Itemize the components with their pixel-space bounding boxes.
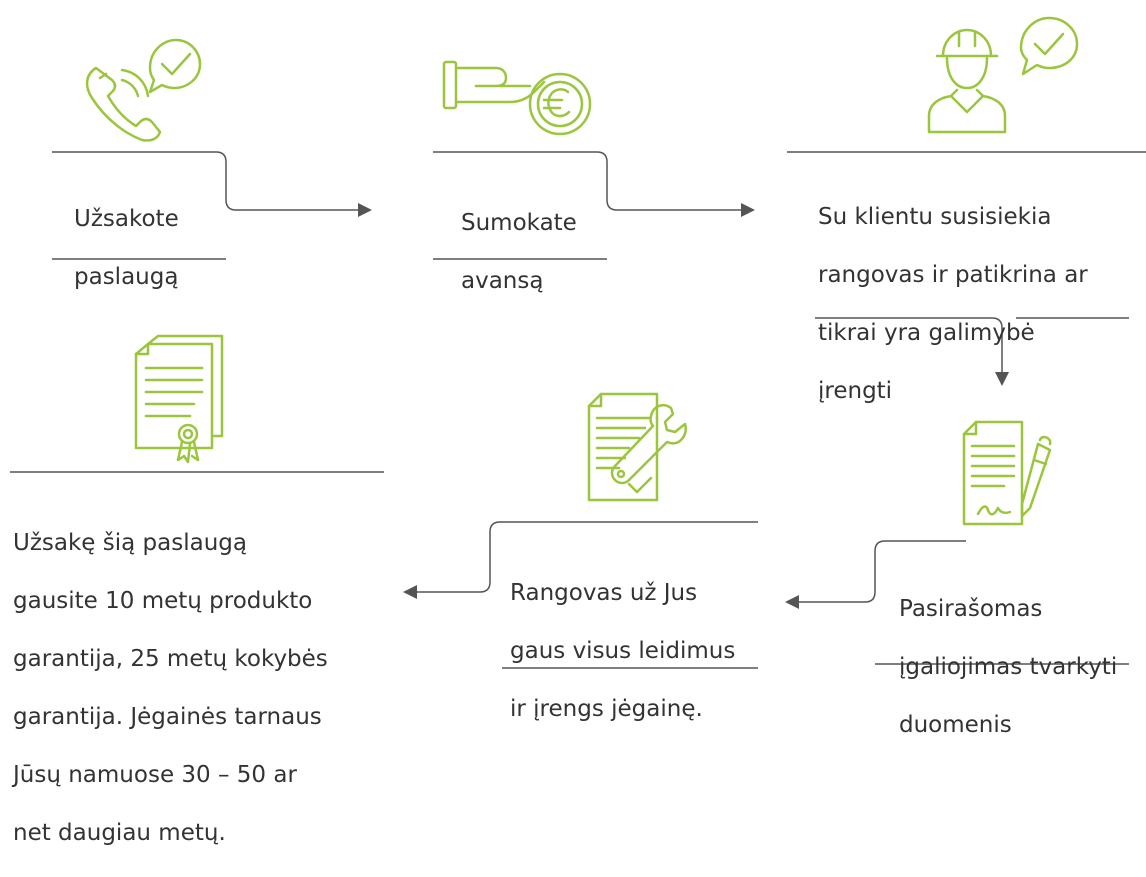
step-6-line-4: garantija. Jėgainės tarnaus bbox=[13, 704, 322, 730]
step-1-line-2: paslaugą bbox=[74, 264, 179, 290]
step-1-text: Užsakote paslaugą bbox=[74, 176, 179, 321]
step-2-text: Sumokate avansą bbox=[461, 180, 577, 325]
step-4-text: Pasirašomas įgaliojimas tvarkyti duomeni… bbox=[899, 566, 1117, 769]
step-2-top-connector bbox=[433, 151, 741, 211]
arrow-5-to-6 bbox=[403, 585, 417, 599]
step-6-text: Užsakę šią paslaugą gausite 10 metų prod… bbox=[13, 500, 328, 877]
arrow-2-to-3 bbox=[741, 203, 755, 217]
step-2-line-2: avansą bbox=[461, 268, 544, 294]
step-3-bottom-connector bbox=[815, 317, 1003, 372]
process-flow-diagram: Užsakote paslaugą Sumokate avansą Su kli… bbox=[10, 12, 1146, 846]
step-1-top-connector bbox=[52, 151, 358, 211]
connector-layer bbox=[10, 151, 1146, 669]
step-5-line-2: gaus visus leidimus bbox=[510, 638, 736, 664]
step-5-line-3: ir įrengs jėgainę. bbox=[510, 696, 703, 722]
step-5-text: Rangovas už Jus gaus visus leidimus ir į… bbox=[510, 550, 735, 753]
step-5-line-1: Rangovas už Jus bbox=[510, 580, 698, 606]
phone-check-icon bbox=[76, 34, 206, 144]
step-4-top-connector bbox=[799, 540, 966, 603]
contractor-check-icon bbox=[925, 12, 1085, 136]
step-4-line-1: Pasirašomas bbox=[899, 596, 1043, 622]
step-3-line-1: Su klientu susisiekia bbox=[818, 204, 1052, 230]
arrow-3-to-4 bbox=[995, 372, 1009, 386]
arrow-1-to-2 bbox=[358, 203, 372, 217]
step-1-line-1: Užsakote bbox=[74, 206, 179, 232]
step-6-line-5: Jūsų namuose 30 – 50 ar bbox=[13, 762, 297, 788]
step-2-line-1: Sumokate bbox=[461, 210, 577, 236]
step-3-text: Su klientu susisiekia rangovas ir patikr… bbox=[818, 174, 1088, 435]
certificate-icon bbox=[134, 334, 230, 464]
step-4-line-2: įgaliojimas tvarkyti bbox=[899, 654, 1118, 680]
step-3-line-3: tikrai yra galimybė bbox=[818, 320, 1035, 346]
document-wrench-icon bbox=[585, 392, 695, 508]
step-4-line-3: duomenis bbox=[899, 712, 1012, 738]
document-sign-icon bbox=[958, 420, 1058, 530]
arrow-4-to-5 bbox=[785, 595, 799, 609]
step-6-line-1: Užsakę šią paslaugą bbox=[13, 530, 247, 556]
step-6-line-2: gausite 10 metų produkto bbox=[13, 588, 313, 614]
step-5-top-connector bbox=[417, 521, 758, 593]
step-3-line-4: įrengti bbox=[818, 378, 893, 404]
step-6-line-6: net daugiau metų. bbox=[13, 820, 226, 846]
step-3-line-2: rangovas ir patikrina ar bbox=[818, 262, 1088, 288]
step-6-line-3: garantija, 25 metų kokybės bbox=[13, 646, 328, 672]
hand-euro-coin-icon bbox=[440, 58, 600, 148]
